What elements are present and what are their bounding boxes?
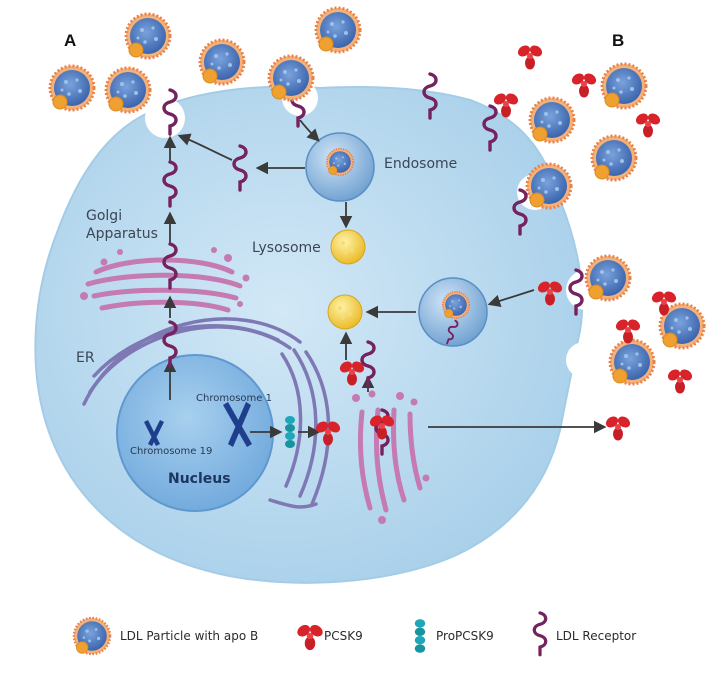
lysosome-dot [350, 248, 354, 252]
golgi-vesicle [224, 254, 232, 262]
er-fold [292, 348, 318, 498]
ldl-particle [124, 12, 172, 60]
lysosome-dot [338, 306, 342, 310]
panel-a-label: A [64, 31, 76, 50]
golgi-cisterna [91, 287, 239, 301]
ldl-particle [608, 338, 656, 386]
arrows [163, 119, 607, 439]
er-fold [268, 498, 318, 509]
chromatid [148, 420, 164, 446]
membrane-pit [566, 342, 602, 378]
chromosome-19-label: Chromosome 19 [130, 446, 212, 457]
golgi-cisterna [407, 411, 423, 491]
legend-pcsk9-icon [295, 622, 325, 651]
lysosome-dot [348, 312, 352, 316]
lysosome-dot [344, 251, 348, 255]
legend-ldl-label: LDL Particle with apo B [120, 629, 258, 643]
legend-ldl-icon [72, 616, 112, 656]
golgi-vesicle [117, 249, 123, 255]
er-fold [92, 324, 280, 378]
chromosome-1-icon [223, 402, 252, 447]
golgi-vesicle [368, 390, 376, 398]
lysosome-upper [330, 229, 366, 265]
golgi-cisterna [85, 272, 243, 289]
er-fold [82, 317, 302, 406]
chromosome-19-icon [144, 420, 164, 446]
pcsk9-secreted [603, 414, 633, 441]
pcsk9-extracellular [515, 43, 545, 70]
golgi-vesicle [422, 474, 430, 482]
golgi-cisterna [357, 409, 373, 511]
golgi-vesicle [396, 392, 404, 400]
ldl-particle [267, 54, 315, 102]
ldl-particle [48, 64, 96, 112]
golgi-vesicle [242, 274, 250, 282]
ldl-particle [104, 66, 152, 114]
legend: LDL Particle with apo B PCSK9 ProPCSK9 L… [72, 611, 636, 657]
lysosome-dots [338, 306, 352, 320]
golgi-vesicle [410, 398, 418, 406]
golgi-vesicle [100, 258, 108, 266]
pcsk9-extracellular [633, 111, 663, 138]
nucleus [116, 354, 274, 512]
endosome-label: Endosome [384, 156, 457, 172]
nucleus-label: Nucleus [168, 471, 231, 487]
golgi-vesicle [378, 516, 386, 524]
arrow-recycle-to-membrane [177, 133, 233, 161]
lysosome-label: Lysosome [252, 240, 321, 256]
panel-b-label: B [612, 31, 624, 50]
ldl-particle [198, 38, 246, 86]
ldl-particle [600, 62, 648, 110]
ldl-particle [314, 6, 362, 54]
endosome-ldl-particle [325, 147, 355, 177]
ldl-particle [528, 96, 576, 144]
golgi-vesicles [80, 247, 250, 307]
legend-propcsk9-label: ProPCSK9 [436, 629, 494, 643]
lysosome-dot [341, 316, 345, 320]
pcsk9-extracellular [569, 71, 599, 98]
legend-pcsk9-label: PCSK9 [324, 629, 363, 643]
golgi-vesicle [237, 301, 243, 307]
golgi-vesicle [352, 394, 360, 402]
lysosome-dots [341, 241, 354, 255]
lysosome-lower [327, 294, 363, 330]
legend-ldlr-label: LDL Receptor [556, 629, 636, 643]
er-fold [280, 352, 303, 488]
golgi-label-line1: Golgi [86, 208, 122, 224]
membrane-pit [145, 98, 185, 138]
ldl-particle [584, 254, 632, 302]
legend-propcsk9-icon [414, 619, 426, 653]
pcsk9-extracellular [665, 367, 695, 394]
er-label: ER [76, 350, 95, 366]
golgi-label-line2: Apparatus [86, 226, 158, 242]
arrow-surface-to-endosome2 [487, 289, 535, 307]
legend-ldlr-icon [532, 611, 548, 657]
golgi-vesicle [80, 292, 88, 300]
ldl-particle [590, 134, 638, 182]
golgi-vesicle [211, 247, 217, 253]
chromatid [228, 402, 251, 447]
secretory-vesicles [352, 390, 430, 524]
endosome-pcsk9-ldl [441, 290, 471, 320]
arrow-pit-to-endosome [299, 119, 320, 142]
chromatid [144, 420, 160, 446]
chromosome-1-label: Chromosome 1 [196, 393, 272, 404]
ldl-particle [525, 162, 573, 210]
lysosome-dot [341, 241, 345, 245]
